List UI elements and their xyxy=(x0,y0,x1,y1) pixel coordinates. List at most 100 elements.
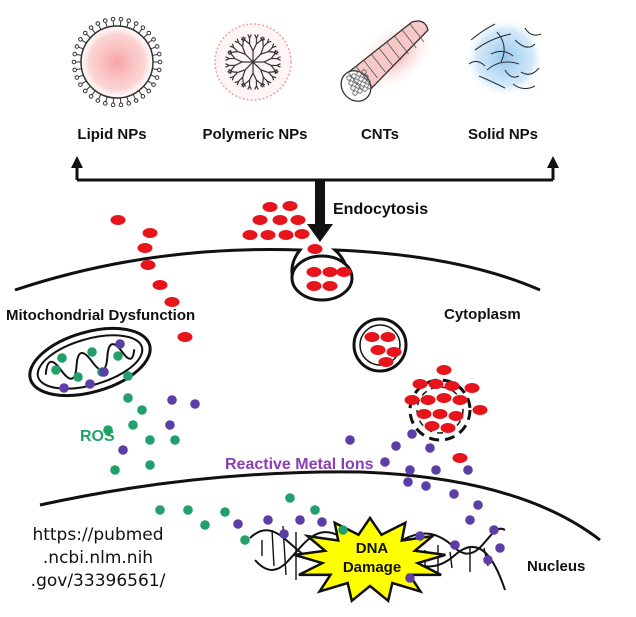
cnt-icon xyxy=(335,0,453,110)
mitochondrion-icon xyxy=(22,316,158,408)
nanoparticle-dot xyxy=(429,379,444,389)
ros-dot xyxy=(145,435,155,445)
nanoparticle-dot xyxy=(441,423,456,433)
arrow-head-right xyxy=(547,156,559,168)
cell-membrane xyxy=(15,250,540,299)
solid-np-icon xyxy=(465,18,545,98)
metal-ion-dot xyxy=(449,489,459,499)
ros-dot xyxy=(73,372,83,382)
metal-ion-dot xyxy=(263,515,273,525)
ros-dot xyxy=(170,435,180,445)
bracket-arrow xyxy=(77,166,553,180)
metal-ion-dot xyxy=(391,441,401,451)
lipid-np-icon xyxy=(72,17,162,106)
metal-ion-dot xyxy=(85,379,95,389)
metal-ion-dot xyxy=(345,435,355,445)
endocytosis-label: Endocytosis xyxy=(333,201,428,218)
nanoparticle-dot xyxy=(323,281,338,291)
nanoparticle-dot xyxy=(111,215,126,225)
metal-ion-dot xyxy=(115,339,125,349)
ros-dot xyxy=(110,465,120,475)
nanoparticle-dot xyxy=(337,267,352,277)
metal-ion-dot xyxy=(233,519,243,529)
dna-damage-label-line1: DNA xyxy=(356,540,389,557)
ros-dot xyxy=(123,371,133,381)
nanoparticle-dot xyxy=(153,280,168,290)
metal-ion-dot xyxy=(405,465,415,475)
nanoparticle-dot xyxy=(405,395,420,405)
nanoparticle-dot xyxy=(365,332,380,342)
nanoparticle-dot xyxy=(379,357,394,367)
ros-dot xyxy=(183,505,193,515)
metal-ion-dot xyxy=(317,517,327,527)
metal-ion-dot xyxy=(495,543,505,553)
nanoparticle-dot xyxy=(453,453,468,463)
nanoparticle-dot xyxy=(261,230,276,240)
ros-dot xyxy=(87,347,97,357)
metal-ion-dot xyxy=(99,367,109,377)
np-label-cnts: CNTs xyxy=(361,126,399,143)
nanoparticle-dot xyxy=(413,379,428,389)
nanoparticle-dot xyxy=(263,202,278,212)
metal-ion-dot xyxy=(450,540,460,550)
metal-ion-dot xyxy=(167,395,177,405)
metal-ion-dot xyxy=(165,420,175,430)
nanoparticle-dot xyxy=(138,243,153,253)
ros-dot xyxy=(220,507,230,517)
np-label-polymeric: Polymeric NPs xyxy=(202,126,307,143)
nanoparticle-dot xyxy=(143,228,158,238)
nanoparticle-dot xyxy=(371,345,386,355)
arrow-head-left xyxy=(71,156,83,168)
metal-ion-dot xyxy=(380,457,390,467)
nanoparticle-dot xyxy=(473,405,488,415)
nanoparticle-dot xyxy=(417,409,432,419)
metal-ion-dot xyxy=(118,445,128,455)
source-url-line: .gov/33396561/ xyxy=(18,570,178,593)
nanoparticle-dot xyxy=(465,383,480,393)
ros-dot xyxy=(137,405,147,415)
nanoparticle-dot xyxy=(307,267,322,277)
metal-ion-dot xyxy=(279,529,289,539)
ros-dot xyxy=(155,505,165,515)
source-url-line: https://pubmed xyxy=(18,524,178,547)
nanoparticle-dot xyxy=(295,229,310,239)
source-url: https://pubmed .ncbi.nlm.nih .gov/333965… xyxy=(18,524,178,593)
metal-ion-dot xyxy=(295,515,305,525)
metal-ion-dot xyxy=(421,481,431,491)
metal-ion-dot xyxy=(407,429,417,439)
ros-dot xyxy=(57,353,67,363)
ros-dot xyxy=(103,425,113,435)
nanoparticle-dot xyxy=(437,393,452,403)
ros-dot xyxy=(310,505,320,515)
np-label-solid: Solid NPs xyxy=(468,126,538,143)
ros-dot xyxy=(240,535,250,545)
metal-ion-dot xyxy=(489,525,499,535)
metal-ion-dot xyxy=(483,555,493,565)
nanoparticle-dot xyxy=(178,332,193,342)
nanoparticle-dot xyxy=(425,421,440,431)
ros-dot xyxy=(128,420,138,430)
endocytic-vesicle xyxy=(292,256,352,300)
nanoparticle-dot xyxy=(279,230,294,240)
metal-ion-dot xyxy=(190,399,200,409)
nanoparticle-dot xyxy=(449,411,464,421)
nanoparticle-dot xyxy=(283,201,298,211)
nanoparticle-dot xyxy=(253,215,268,225)
metal-ion-dot xyxy=(425,443,435,453)
ros-dot xyxy=(285,493,295,503)
ros-dot xyxy=(200,520,210,530)
nanoparticle-dot xyxy=(291,215,306,225)
metal-ion-dot xyxy=(403,477,413,487)
metal-ion-dot xyxy=(463,465,473,475)
nanoparticle-dot xyxy=(433,409,448,419)
ros-dot xyxy=(113,351,123,361)
ros-dot xyxy=(51,365,61,375)
mitochondrial-dysfunction-label: Mitochondrial Dysfunction xyxy=(6,307,195,324)
ros-dot xyxy=(123,393,133,403)
nanoparticle-dot xyxy=(323,267,338,277)
endocytosis-arrow xyxy=(307,180,333,242)
nanoparticle-dot xyxy=(445,381,460,391)
nanoparticle-dot xyxy=(421,395,436,405)
source-url-line: .ncbi.nlm.nih xyxy=(18,547,178,570)
